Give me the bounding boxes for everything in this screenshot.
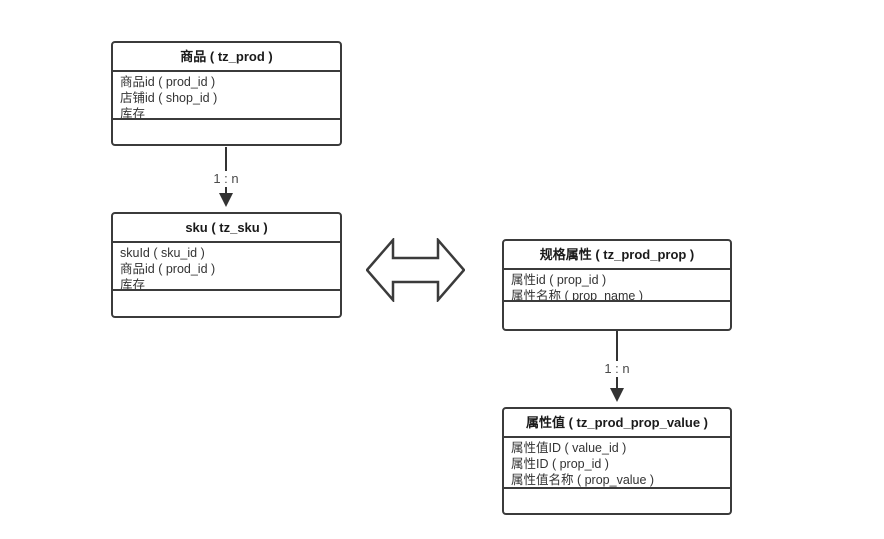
field-value-prop-id: 属性ID ( prop_id ): [511, 457, 609, 471]
field-prop-value-name: 属性值名称 ( prop_value ): [511, 473, 655, 487]
field-prod-id: 商品id ( prod_id ): [120, 75, 216, 89]
field-prop-id: 属性id ( prop_id ): [511, 273, 607, 287]
entity-prod-prop-empty-compartment: [504, 302, 730, 329]
entity-sku: sku ( tz_sku ) skuId ( sku_id ) 商品id ( p…: [111, 212, 342, 318]
entity-prod-prop-value-title: 属性值 ( tz_prod_prop_value ): [504, 409, 730, 438]
connector-prod-sku-line: [225, 147, 227, 193]
field-value-id: 属性值ID ( value_id ): [511, 441, 627, 455]
field-sku-prod-id: 商品id ( prod_id ): [120, 262, 216, 276]
entity-prod-title: 商品 ( tz_prod ): [113, 43, 340, 72]
field-stock: 库存: [120, 107, 146, 120]
field-shop-id: 店铺id ( shop_id ): [120, 91, 218, 105]
field-sku-id: skuId ( sku_id ): [120, 246, 205, 260]
entity-prod-prop-value-fields: 属性值ID ( value_id ) 属性ID ( prop_id ) 属性值名…: [504, 438, 730, 489]
entity-prod-fields: 商品id ( prod_id ) 店铺id ( shop_id ) 库存: [113, 72, 340, 120]
entity-sku-title: sku ( tz_sku ): [113, 214, 340, 243]
connector-prop-value-line: [616, 331, 618, 388]
entity-prod-prop: 规格属性 ( tz_prod_prop ) 属性id ( prop_id ) 属…: [502, 239, 732, 331]
entity-prod: 商品 ( tz_prod ) 商品id ( prod_id ) 店铺id ( s…: [111, 41, 342, 146]
entity-prod-prop-title: 规格属性 ( tz_prod_prop ): [504, 241, 730, 270]
entity-sku-fields: skuId ( sku_id ) 商品id ( prod_id ) 库存: [113, 243, 340, 291]
double-arrow-icon: [366, 238, 465, 302]
field-sku-stock: 库存: [120, 278, 146, 291]
entity-prod-empty-compartment: [113, 120, 340, 144]
connector-prod-sku-label: 1 : n: [191, 171, 261, 187]
field-prop-name: 属性名称 ( prop_name ): [511, 289, 643, 302]
entity-prod-prop-fields: 属性id ( prop_id ) 属性名称 ( prop_name ): [504, 270, 730, 302]
connector-prod-sku-arrowhead-icon: [219, 193, 233, 207]
connector-prop-value-label: 1 : n: [582, 361, 652, 377]
entity-sku-empty-compartment: [113, 291, 340, 316]
connector-prop-value-arrowhead-icon: [610, 388, 624, 402]
entity-prod-prop-value-empty-compartment: [504, 489, 730, 513]
entity-prod-prop-value: 属性值 ( tz_prod_prop_value ) 属性值ID ( value…: [502, 407, 732, 515]
